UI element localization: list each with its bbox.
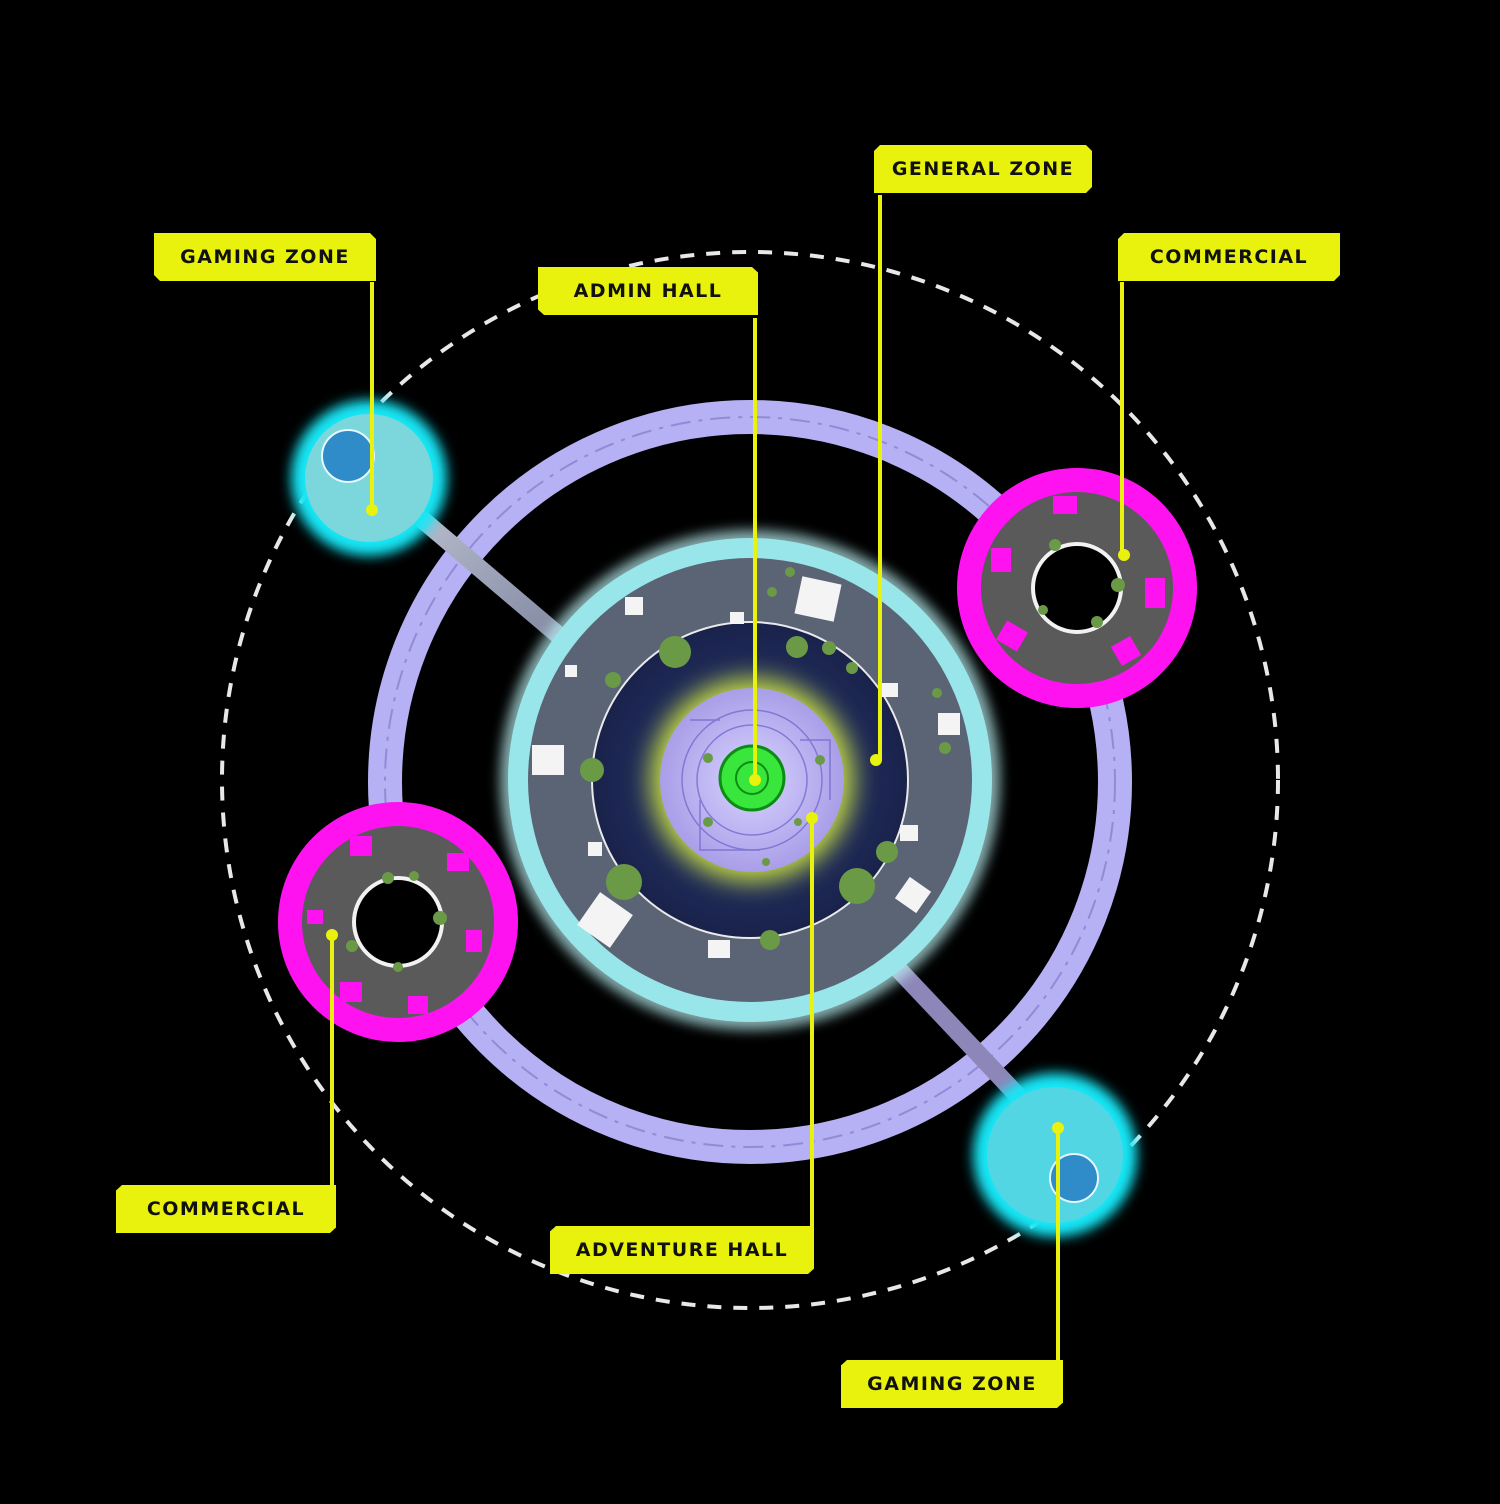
label-admin-hall-text: ADMIN HALL — [573, 280, 723, 302]
gaming-node-top — [305, 414, 433, 542]
admin-hall-core-ring — [735, 761, 769, 795]
label-gaming-zone-bottom-text: GAMING ZONE — [867, 1373, 1037, 1395]
label-general-zone: GENERAL ZONE — [874, 145, 1092, 193]
label-admin-hall: ADMIN HALL — [538, 267, 758, 315]
commercial-node-left-trees — [346, 871, 447, 972]
plaza-pavilions — [532, 576, 960, 958]
ring-road-circuit-pattern — [384, 416, 1116, 1148]
plaza-trees — [580, 567, 951, 950]
gaming-node-bottom — [987, 1087, 1123, 1223]
gaming-node-bottom-dome — [1049, 1153, 1099, 1203]
gaming-node-top-dome — [321, 429, 375, 483]
label-commercial-left-text: COMMERCIAL — [146, 1198, 306, 1220]
label-commercial-right-text: COMMERCIAL — [1149, 246, 1309, 268]
commercial-node-left-shops — [307, 836, 482, 1014]
leader-dots — [326, 504, 1130, 1134]
outer-dashed-boundary — [220, 250, 1280, 1310]
label-general-zone-text: GENERAL ZONE — [891, 158, 1075, 180]
commercial-node-right-trees — [1038, 539, 1125, 628]
commercial-node-right-court — [1031, 542, 1123, 634]
commercial-node-right-shops — [991, 496, 1165, 667]
commercial-node-left-court — [352, 876, 444, 968]
circuit-pattern — [681, 709, 831, 851]
label-gaming-zone-top-text: GAMING ZONE — [180, 246, 350, 268]
label-commercial-left: COMMERCIAL — [116, 1185, 336, 1233]
label-gaming-zone-top: GAMING ZONE — [154, 233, 376, 281]
label-adventure-hall: ADVENTURE HALL — [550, 1226, 814, 1274]
label-gaming-zone-bottom: GAMING ZONE — [841, 1360, 1063, 1408]
core-trees — [703, 753, 825, 866]
label-adventure-hall-text: ADVENTURE HALL — [575, 1239, 789, 1261]
leader-lines — [330, 195, 1124, 1362]
label-commercial-right: COMMERCIAL — [1118, 233, 1340, 281]
